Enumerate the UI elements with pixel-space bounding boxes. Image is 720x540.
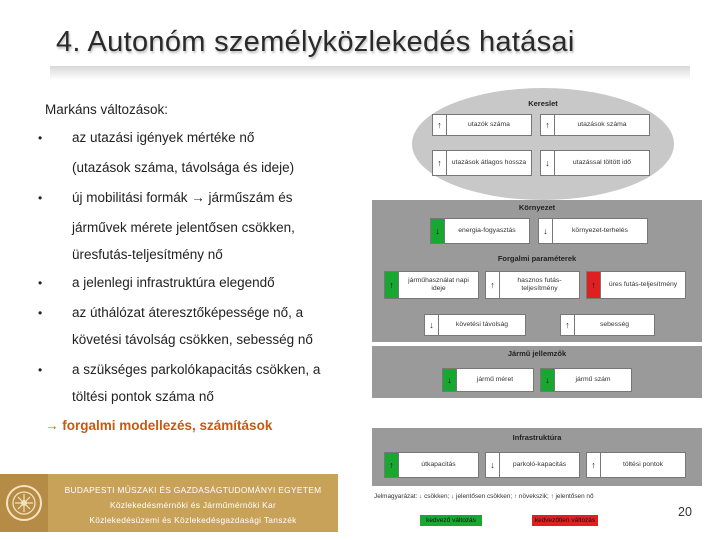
arrow-indicator: ↓ — [431, 219, 445, 243]
legend-positive: kedvező változás — [420, 515, 482, 526]
box-kovetesi-tavolsag: ↓ követési távolság — [424, 314, 526, 336]
impact-diagram: Kereslet Környezet Forgalmi paraméterek … — [372, 88, 707, 528]
box-kornyezetterheles: ↓ környezet-terhelés — [538, 218, 648, 244]
arrow-indicator: ↓ — [539, 219, 553, 243]
box-hasznos-futas: ↑ hasznos futás-teljesítmény — [485, 271, 580, 299]
box-label: utazással töltött idő — [572, 159, 632, 166]
section-label-jarmu: Jármű jellemzők — [507, 349, 567, 358]
arrow-indicator: ↑ — [587, 272, 601, 298]
university-logo — [0, 474, 48, 532]
box-jarmu-meret: ↓ jármű méret — [442, 368, 534, 392]
bullet-text: töltési pontok száma nő — [72, 389, 214, 404]
footer-university: BUDAPESTI MŰSZAKI ÉS GAZDASÁGTUDOMÁNYI E… — [64, 485, 322, 495]
box-toltott-ido: ↓ utazással töltött idő — [540, 150, 650, 176]
box-utazasok-szama: ↑ utazások száma — [540, 114, 650, 136]
arrow-indicator: ↓ — [425, 315, 439, 335]
box-label: környezet-terhelés — [572, 227, 628, 234]
arrow-indicator: ↑ — [541, 115, 555, 135]
box-utazok-szama: ↑ utazók száma — [432, 114, 532, 136]
bullet-dot: • — [38, 276, 43, 290]
arrow-indicator: ↓ — [486, 453, 500, 477]
vehicle-band — [372, 346, 702, 398]
arrow-indicator: ↑ — [433, 151, 447, 175]
arrow-indicator: ↑ — [433, 115, 447, 135]
footer-faculty: Közlekedésmérnöki és Járműmérnöki Kar — [109, 500, 277, 510]
arrow-indicator: ↑ — [587, 453, 601, 477]
content-heading: Markáns változások: — [45, 102, 169, 117]
title-bar: 4. Autonóm személyközlekedés hatásai — [50, 22, 690, 80]
bullet-dot: • — [38, 306, 43, 320]
legend-negative: kedvezőtlen változás — [532, 515, 598, 526]
bullet-text: új mobilitási formák → járműszám és — [72, 190, 293, 205]
footer-band: BUDAPESTI MŰSZAKI ÉS GAZDASÁGTUDOMÁNYI E… — [48, 474, 338, 532]
conclusion-text: → forgalmi modellezés, számítások — [45, 418, 273, 433]
bullet-text: a jelenlegi infrastruktúra elegendő — [72, 275, 275, 290]
box-energia: ↓ energia-fogyasztás — [430, 218, 530, 244]
box-jarmu-szam: ↓ jármű szám — [540, 368, 632, 392]
box-label: utazások átlagos hossza — [451, 159, 527, 166]
box-label: járműhasználat napi ideje — [408, 277, 469, 292]
box-jarmuhasznalat: ↑ járműhasználat napi ideje — [384, 271, 479, 299]
bullet-text: követési távolság csökken, sebesség nő — [72, 332, 313, 347]
bullet-text: a szükséges parkolókapacitás csökken, a — [72, 362, 321, 377]
section-label-kornyezet: Környezet — [518, 203, 556, 212]
arrow-indicator: ↑ — [486, 272, 500, 298]
arrow-indicator: ↓ — [541, 369, 555, 391]
arrow-indicator: ↑ — [385, 453, 399, 477]
box-toltesi-pontok: ↑ töltési pontok — [586, 452, 686, 478]
arrow-indicator: ↑ — [385, 272, 399, 298]
arrow-indicator: ↑ — [561, 315, 575, 335]
box-label: energia-fogyasztás — [458, 227, 516, 234]
slide-title: 4. Autonóm személyközlekedés hatásai — [56, 26, 575, 58]
box-label: üres futás-teljesítmény — [608, 281, 678, 288]
bullet-text: az utazási igények mértéke nő — [72, 130, 255, 145]
box-label: követési távolság — [455, 321, 509, 328]
box-label: utazók száma — [468, 121, 510, 128]
box-label: sebesség — [599, 321, 630, 328]
bullet-text: járművek mérete jelentősen csökken, — [72, 220, 295, 235]
box-label: utazások száma — [577, 121, 627, 128]
page-number: 20 — [678, 505, 692, 519]
bullet-text: (utazások száma, távolsága és ideje) — [72, 160, 295, 175]
arrow-indicator: ↓ — [443, 369, 457, 391]
box-label: hasznos futás-teljesítmény — [517, 277, 562, 292]
footer-department: Közlekedésüzemi és Közlekedésgazdasági T… — [89, 515, 297, 525]
legend-text: Jelmagyarázat: ↓ csökken; ↓ jelentősen c… — [374, 493, 594, 500]
section-label-kereslet: Kereslet — [528, 99, 558, 108]
bullet-text: üresfutás-teljesítmény nő — [72, 247, 223, 262]
box-atlagos-hossza: ↑ utazások átlagos hossza — [432, 150, 532, 176]
bullet-dot: • — [38, 363, 43, 377]
box-label: jármű méret — [476, 376, 514, 383]
arrow-indicator: ↓ — [541, 151, 555, 175]
demand-ellipse: Kereslet — [412, 88, 674, 200]
box-ures-futas: ↑ üres futás-teljesítmény — [586, 271, 686, 299]
title-underline-shade — [50, 66, 690, 80]
section-label-infra: Infrastruktúra — [512, 433, 562, 442]
box-label: jármű szám — [575, 376, 611, 383]
box-label: parkoló-kapacitás — [512, 461, 567, 468]
box-sebesseg: ↑ sebesség — [560, 314, 655, 336]
bullet-text: az úthálózat áteresztőképessége nő, a — [72, 305, 304, 320]
bullet-dot: • — [38, 131, 43, 145]
box-label: útkapacitás — [421, 461, 456, 468]
box-utkapacitas: ↑ útkapacitás — [384, 452, 479, 478]
box-label: töltési pontok — [622, 461, 664, 468]
bullet-dot: • — [38, 191, 43, 205]
university-seal-icon — [6, 485, 42, 521]
section-label-forgalmi: Forgalmi paraméterek — [497, 254, 577, 263]
box-parkolo-kapacitas: ↓ parkoló-kapacitás — [485, 452, 580, 478]
